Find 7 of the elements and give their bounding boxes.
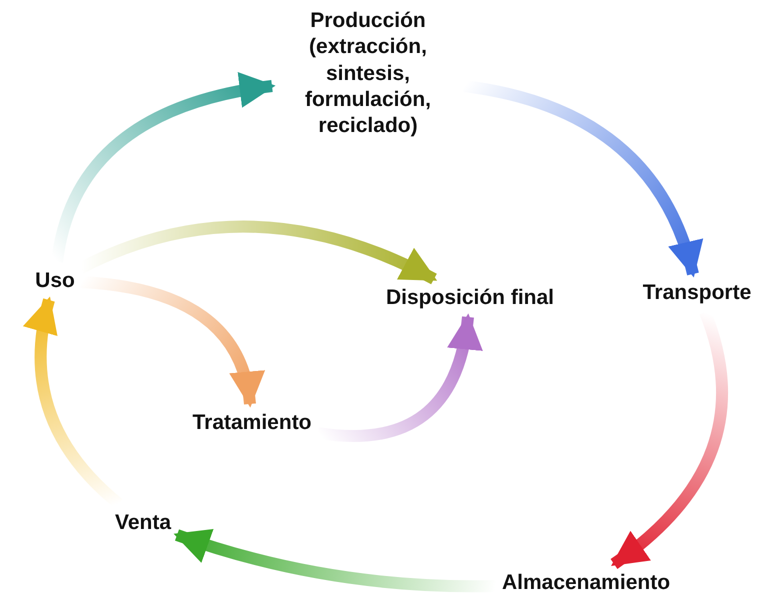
node-label: Producción (extracción, sintesis, formulación, reciclado): [304, 8, 432, 139]
node-label: Venta: [114, 510, 172, 536]
node-label: Transporte: [642, 280, 752, 306]
node-label: Disposición final: [386, 285, 554, 311]
node-label: Almacenamiento: [502, 570, 670, 596]
node-label: Tratamiento: [192, 410, 312, 436]
node-label: Uso: [35, 268, 75, 294]
